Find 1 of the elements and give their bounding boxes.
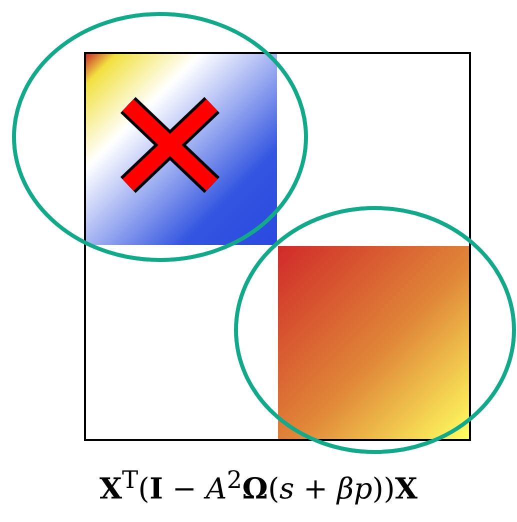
formula: X$^{T}$(I − A$^{2}$Ω(s + βp))X — [98, 466, 418, 506]
